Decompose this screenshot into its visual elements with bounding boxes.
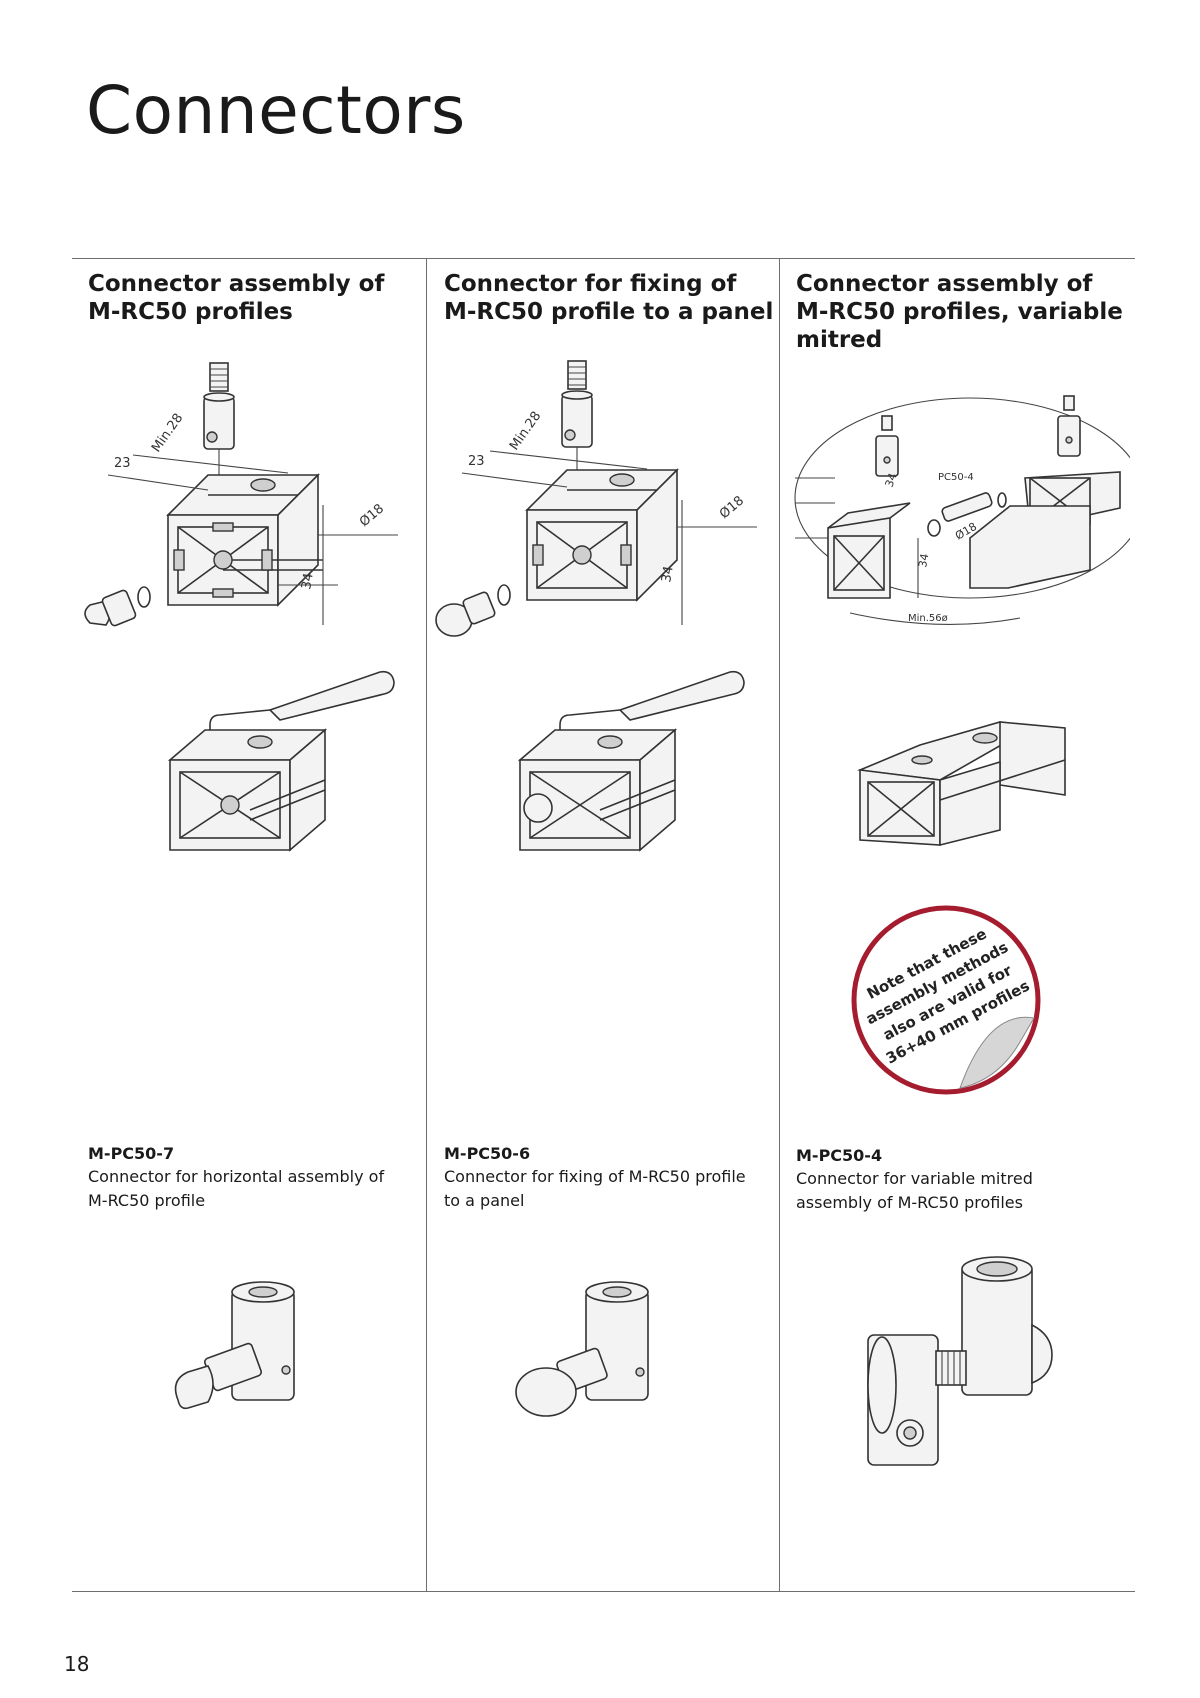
clamp-drawing-2 (500, 660, 780, 860)
product-caption: M-PC50-4 Connector for variable mitred a… (796, 1145, 1136, 1215)
connector-part-icon (515, 1281, 649, 1417)
title-line: mitred (796, 327, 883, 353)
column-divider (426, 258, 427, 1591)
note-badge: Note that these assembly methods also ar… (848, 902, 1044, 1098)
dimension-label: 23 (114, 456, 131, 471)
dimension-label: 34 (299, 572, 317, 591)
dimension-label: 34 (659, 565, 677, 584)
clamp-handle-icon (167, 670, 395, 852)
mitred-profile-drawing (850, 700, 1090, 850)
column-divider (779, 258, 780, 1591)
dimension-label: Ø18 (357, 501, 387, 530)
dimension-label: 34 (916, 552, 931, 568)
page-curl-icon (959, 1016, 1035, 1089)
column-title: Connector assembly of M-RC50 profiles (88, 258, 428, 326)
column-variable-mitred: Connector assembly of M-RC50 profiles, v… (796, 258, 1136, 354)
dimension-label: PC50-4 (938, 472, 974, 483)
assembly-drawing-1: 23 Min.28 Ø18 34 (78, 355, 418, 655)
note-seal: Note that these assembly methods also ar… (851, 905, 1041, 1095)
product-description: Connector for horizontal assembly of M-R… (88, 1167, 385, 1210)
connector-part-2 (510, 1280, 670, 1440)
product-code: M-PC50-4 (796, 1146, 883, 1165)
dimension-label: Min.28 (149, 411, 186, 455)
profile-assembly-drawing-icon: PC50-4 34 Ø18 34 Min.56ø (794, 395, 1130, 625)
column-title: Connector for fixing of M-RC50 profile t… (444, 258, 784, 326)
title-line: M-RC50 profiles, variable (796, 299, 1123, 325)
product-description: Connector for variable mitred assembly o… (796, 1169, 1033, 1212)
connector-part-icon (174, 1281, 295, 1410)
connector-part-icon (867, 1256, 1053, 1466)
profile-assembly-drawing-icon: 23 Min.28 Ø18 34 (435, 360, 757, 637)
product-description: Connector for fixing of M-RC50 profile t… (444, 1167, 746, 1210)
dimension-label: Min.28 (507, 409, 544, 453)
top-rule (72, 258, 1135, 259)
dimension-label: 34 (883, 471, 900, 489)
product-code: M-PC50-7 (88, 1144, 175, 1163)
title-line: Connector assembly of (88, 271, 385, 297)
dimension-label: Min.56ø (908, 613, 948, 624)
clamp-drawing-1 (150, 660, 430, 860)
mitred-profile-icon (856, 721, 1066, 847)
title-line: Connector for fixing of (444, 271, 737, 297)
connector-part-1 (168, 1280, 328, 1440)
assembly-drawing-3: PC50-4 34 Ø18 34 Min.56ø (790, 388, 1130, 638)
title-line: M-RC50 profiles (88, 299, 293, 325)
dimension-label: 23 (468, 454, 485, 469)
product-caption: M-PC50-7 Connector for horizontal assemb… (88, 1143, 428, 1213)
column-horizontal-assembly: Connector assembly of M-RC50 profiles (88, 258, 428, 326)
clamp-handle-icon (517, 670, 745, 852)
connector-part-3 (842, 1255, 1072, 1475)
column-panel-fixing: Connector for fixing of M-RC50 profile t… (444, 258, 784, 326)
page-title: Connectors (86, 72, 466, 149)
dimension-label: Ø18 (717, 493, 747, 522)
title-line: Connector assembly of (796, 271, 1093, 297)
product-code: M-PC50-6 (444, 1144, 531, 1163)
column-title: Connector assembly of M-RC50 profiles, v… (796, 258, 1136, 354)
bottom-rule (72, 1591, 1135, 1592)
page-number: 18 (64, 1652, 90, 1676)
profile-assembly-drawing-icon: 23 Min.28 Ø18 34 (84, 362, 398, 627)
product-caption: M-PC50-6 Connector for fixing of M-RC50 … (444, 1143, 784, 1213)
title-line: M-RC50 profile to a panel (444, 299, 774, 325)
assembly-drawing-2: 23 Min.28 Ø18 34 (432, 355, 772, 655)
